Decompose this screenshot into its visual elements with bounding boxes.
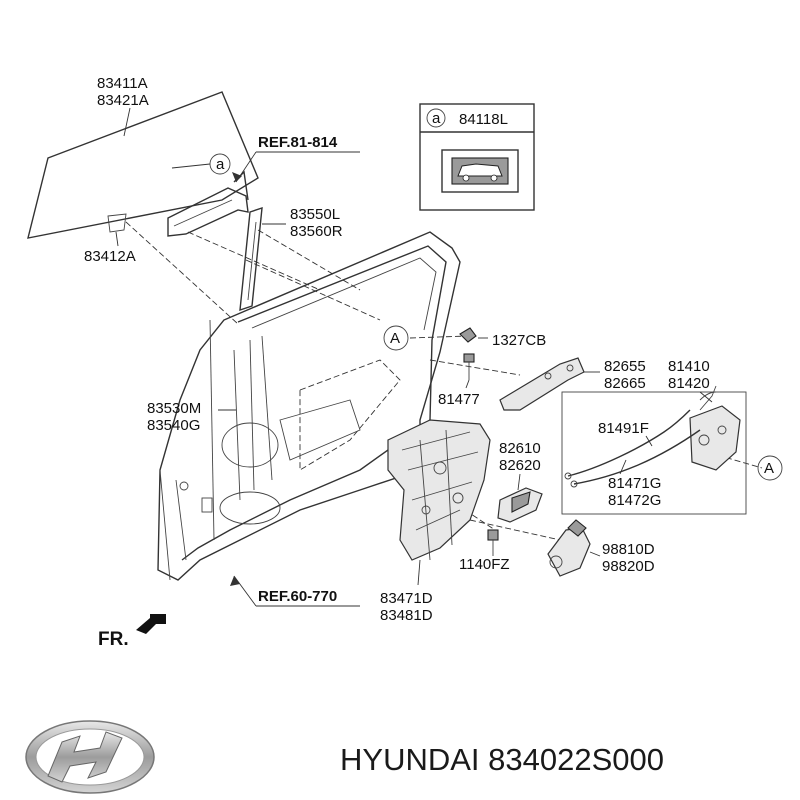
label-83421a: 83421A [97, 92, 149, 109]
svg-text:A: A [764, 460, 774, 477]
ref-top-label: REF.81-814 [258, 134, 338, 151]
ref-bottom-label: REF.60-770 [258, 588, 337, 605]
screw-81477 [463, 353, 475, 389]
cables [564, 391, 717, 488]
label-83550l: 83550L [290, 206, 340, 223]
label-98810d: 98810D [602, 541, 655, 558]
glass-clip [107, 213, 127, 233]
callout-box-letter: a [432, 110, 441, 127]
label-81410: 81410 [668, 358, 710, 375]
label-81491f: 81491F [598, 420, 649, 437]
label-83530m: 83530M [147, 400, 201, 417]
label-81471g: 81471G [608, 475, 661, 492]
label-83411a: 83411A [97, 75, 148, 92]
svg-text:A: A [390, 330, 400, 347]
label-81477: 81477 [438, 391, 480, 408]
cable-group-box [561, 391, 747, 515]
label-83471d: 83471D [380, 590, 433, 607]
label-81420: 81420 [668, 375, 710, 392]
label-1327cb: 1327CB [492, 332, 546, 349]
inner-handle [497, 487, 543, 523]
label-82620: 82620 [499, 457, 541, 474]
label-98820d: 98820D [602, 558, 655, 575]
label-83481d: 83481D [380, 607, 433, 624]
callout-box-part: 84118L [459, 111, 508, 128]
label-83560r: 83560R [290, 223, 343, 240]
label-1140fz: 1140FZ [459, 556, 510, 573]
handle-bracket [499, 357, 600, 411]
marker-a-right: A [757, 455, 783, 481]
ref-top-group: REF.81-814 [232, 134, 360, 183]
label-83540g: 83540G [147, 417, 200, 434]
fastener-1140fz [487, 529, 499, 556]
front-indicator: FR. [98, 614, 166, 650]
door-latch [689, 385, 741, 471]
ref-bottom-group: REF.60-770 [230, 575, 360, 607]
window-regulator [387, 419, 491, 586]
hyundai-logo-icon [25, 720, 155, 794]
label-81472g: 81472G [608, 492, 661, 509]
label-82665: 82665 [604, 375, 646, 392]
marker-a-left: A [383, 325, 409, 351]
front-label: FR. [98, 629, 129, 650]
emblem-plate [441, 149, 519, 193]
bolt-1327cb [459, 327, 488, 343]
label-82610: 82610 [499, 440, 541, 457]
brand-caption: HYUNDAI 834022S000 [340, 742, 664, 777]
window-motor [547, 519, 601, 577]
run-channel [239, 206, 263, 312]
label-82655: 82655 [604, 358, 646, 375]
label-83412a: 83412A [84, 248, 136, 265]
part-labels: 83411A 83421A 83412A 83550L 83560R 1327C… [84, 75, 713, 624]
door-glass: a [27, 91, 259, 239]
callout-box: a 84118L [419, 103, 535, 211]
callout-a-letter: a [216, 156, 225, 173]
